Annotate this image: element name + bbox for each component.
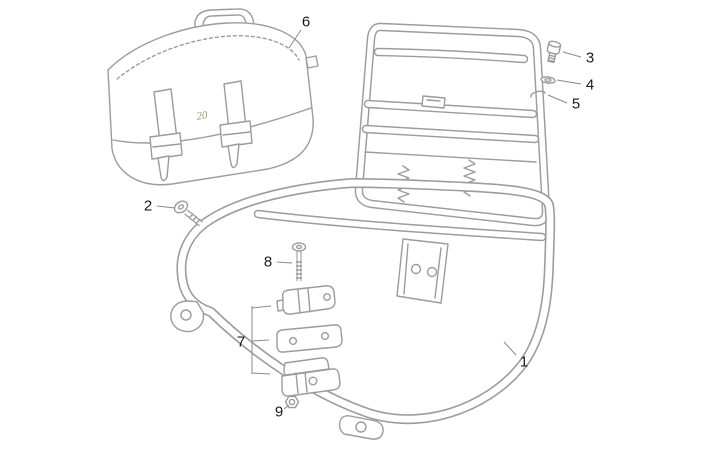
carrier-loop — [176, 178, 556, 425]
screw-3 — [546, 40, 562, 64]
leader-lines — [156, 29, 582, 410]
backrest-frame — [354, 22, 551, 227]
screw-2 — [173, 200, 203, 227]
mounting-tab-left — [170, 300, 205, 333]
mounting-tab-bottom — [338, 415, 384, 440]
callout-6: 6 — [301, 13, 311, 31]
saddle-bag — [107, 8, 319, 186]
callout-1: 1 — [519, 353, 529, 371]
bag-emblem-text: 20 — [195, 109, 209, 123]
callout-5: 5 — [571, 95, 581, 113]
clamp-upper-7 — [276, 285, 336, 315]
callout-7: 7 — [236, 333, 246, 351]
clamp-plate-7 — [276, 324, 343, 353]
screw-8 — [291, 242, 307, 281]
callout-9: 9 — [274, 403, 284, 421]
washer-4 — [540, 76, 556, 84]
bag-side-tab — [305, 55, 319, 69]
callout-2: 2 — [143, 197, 153, 215]
callout-4: 4 — [585, 76, 595, 94]
support-bracket — [396, 238, 449, 304]
bag-strap-right — [219, 80, 253, 169]
circlip-5 — [530, 90, 546, 98]
latch — [421, 95, 446, 109]
clamp-lower-7 — [281, 357, 341, 397]
bag-strap-left — [149, 88, 183, 182]
callout-8: 8 — [263, 253, 273, 271]
callout-3: 3 — [585, 49, 595, 67]
